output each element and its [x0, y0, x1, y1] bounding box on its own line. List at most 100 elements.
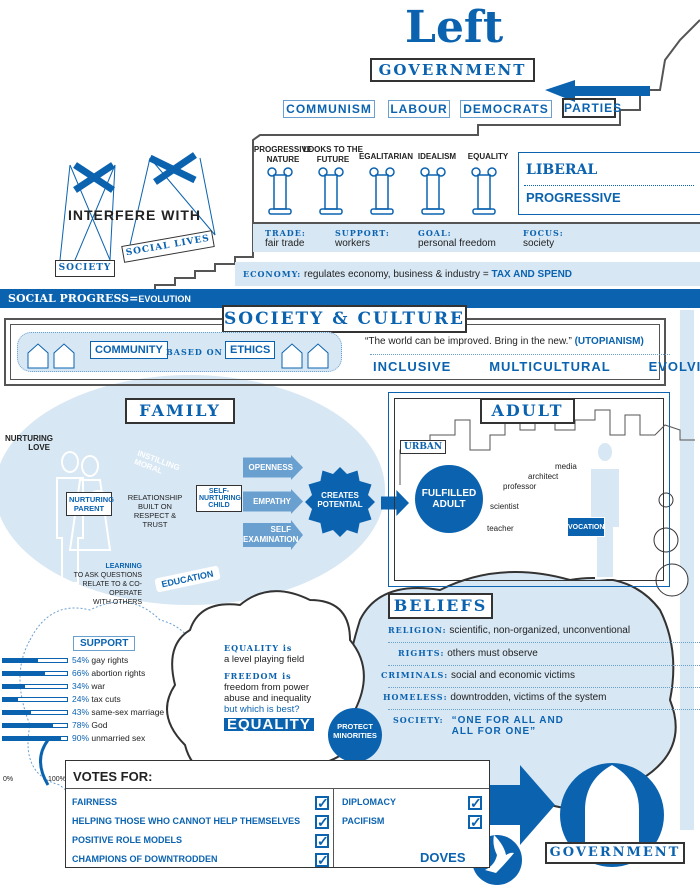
fulfilled-adult-circle: FULFILLED ADULT: [415, 465, 483, 533]
social-progress-value: EVOLUTION: [138, 294, 191, 304]
belief-value: downtrodden, victims of the system: [450, 692, 607, 703]
trait-label: PROGRESSIVE NATURE: [253, 145, 313, 164]
support-pct: 54: [72, 655, 82, 665]
trait-label: IDEALISM: [417, 152, 457, 161]
economy-highlight: TAX AND SPEND: [491, 269, 573, 280]
job-teacher: teacher: [487, 524, 514, 533]
community-tag: COMMUNITY: [90, 341, 168, 359]
adult-title: ADULT: [480, 398, 575, 424]
support-label: God: [91, 720, 108, 730]
support-bar: [2, 684, 68, 689]
word-multicultural: MULTICULTURAL: [489, 359, 611, 374]
support-bar-fill: [3, 698, 19, 701]
support-title: SUPPORT: [73, 636, 136, 651]
parties-label: PARTIES: [562, 98, 621, 118]
economy-label: ECONOMY:: [243, 269, 302, 279]
votes-title: VOTES FOR:: [73, 769, 153, 784]
interfere-graphic: [59, 152, 216, 261]
ideology-progressive: PROGRESSIVE: [526, 190, 621, 205]
support-axis-min: 0%: [3, 776, 14, 783]
support-bar: [2, 697, 68, 702]
support-bar-fill: [3, 672, 46, 675]
freedom-label: FREEDOM is: [224, 671, 292, 681]
fact-label: GOAL:: [418, 228, 452, 238]
vocation-briefcase: VOCATION: [567, 517, 605, 537]
beliefs-list: RELIGION: scientific, non-organized, unc…: [368, 625, 700, 745]
support-pct: 66: [72, 668, 82, 678]
vote-item: POSITIVE ROLE MODELS: [72, 835, 183, 845]
fact-label: FOCUS:: [523, 228, 564, 238]
job-scientist: scientist: [490, 502, 519, 511]
fact-value: workers: [335, 238, 371, 249]
checkbox-checked-icon: ✓: [315, 795, 329, 811]
arrow-self-examination: SELF EXAMINATION: [243, 520, 303, 550]
fact-label: SUPPORT:: [335, 228, 390, 238]
based-on: BASED ON: [166, 347, 223, 357]
support-pct: 24: [72, 694, 82, 704]
belief-label: HOMELESS:: [383, 692, 448, 702]
trait-label: EQUALITY: [467, 152, 509, 161]
support-label: war: [91, 681, 106, 691]
support-pct: 43: [72, 707, 82, 717]
support-item: 66% abortion rights: [72, 668, 146, 678]
checkbox-checked-icon: ✓: [315, 833, 329, 849]
trait-label: LOOKS TO THE FUTURE: [303, 145, 363, 164]
support-bar-fill: [3, 685, 25, 688]
support-bar-fill: [3, 711, 31, 714]
quote-text: “The world can be improved. Bring in the…: [365, 336, 572, 347]
page-title: Left: [405, 2, 504, 53]
support-bar-fill: [3, 724, 53, 727]
equality-text: a level playing field: [224, 654, 305, 665]
belief-label: RELIGION:: [388, 625, 447, 635]
support-bar: [2, 723, 68, 728]
support-item: 90% unmarried sex: [72, 733, 146, 743]
support-item: 54% gay rights: [72, 655, 129, 665]
party-communism: COMMUNISM: [283, 100, 375, 118]
vote-item: PACIFISM: [342, 816, 385, 826]
arrow-openness: OPENNESS: [243, 455, 303, 480]
houses-icon: [27, 343, 75, 369]
checkbox-checked-icon: ✓: [468, 814, 482, 830]
support-bar: [2, 710, 68, 715]
self-nurturing-child: SELF-NURTURING CHILD: [196, 485, 242, 512]
checkbox-checked-icon: ✓: [315, 852, 329, 868]
family-title: FAMILY: [125, 398, 235, 424]
fact-value: society: [523, 238, 555, 249]
fact-value: fair trade: [265, 238, 305, 249]
protect-minorities: PROTECT MINORITIES: [333, 722, 377, 740]
learning-label: LEARNING: [105, 563, 142, 570]
support-label: unmarried sex: [91, 733, 146, 743]
doves-label: DOVES: [420, 850, 466, 865]
support-label: tax cuts: [91, 694, 121, 704]
support-bar: [2, 671, 68, 676]
freedom-text: freedom from power abuse and inequality: [224, 682, 312, 704]
equality-answer: EQUALITY: [224, 717, 314, 732]
arrow-empathy: EMPATHY: [243, 489, 303, 514]
facts-row: TRADE:fair trade SUPPORT:workers GOAL:pe…: [253, 222, 700, 252]
belief-value: social and economic victims: [451, 670, 575, 681]
job-media: media: [555, 462, 577, 471]
interfere-title: INTERFERE WITH: [68, 207, 201, 223]
fact-label: TRADE:: [265, 228, 306, 238]
support-bar-fill: [3, 737, 61, 740]
beliefs-title: BELIEFS: [388, 593, 493, 619]
support-label: same-sex marriage: [91, 707, 165, 717]
belief-value: “ONE FOR ALL AND ALL FOR ONE”: [451, 715, 564, 737]
support-bar-fill: [3, 659, 38, 662]
support-item: 34% war: [72, 681, 106, 691]
support-bar: [2, 736, 68, 741]
trait-label: EGALITARIAN: [358, 152, 414, 161]
learning-block: LEARNING TO ASK QUESTIONS RELATE TO & CO…: [60, 562, 142, 607]
nurturing-love: NURTURING LOVE: [5, 434, 53, 452]
votes-box: VOTES FOR:: [65, 760, 490, 868]
equality-block: EQUALITY is a level playing field FREEDO…: [224, 643, 349, 732]
support-pct: 90: [72, 733, 82, 743]
support-pct: 78: [72, 720, 82, 730]
checkbox-checked-icon: ✓: [315, 814, 329, 830]
support-item: 24% tax cuts: [72, 694, 121, 704]
support-item: 78% God: [72, 720, 108, 730]
belief-value: scientific, non-organized, unconventiona…: [449, 625, 631, 636]
society-label: SOCIETY: [55, 260, 115, 277]
adult-figure: [589, 441, 621, 579]
